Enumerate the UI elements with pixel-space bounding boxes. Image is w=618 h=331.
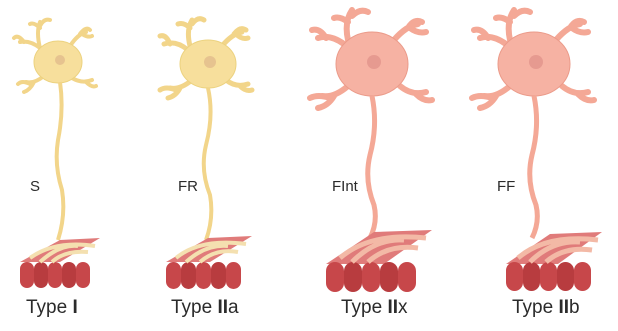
type-suffix: x [398, 297, 408, 318]
type-prefix: Type [512, 297, 558, 318]
type-suffix: a [228, 297, 239, 318]
type-prefix: Type [26, 297, 72, 318]
type-prefix: Type [341, 297, 387, 318]
speed-label-fr: FR [178, 178, 198, 195]
type-suffix: b [569, 297, 580, 318]
type-label-2x: Type IIx [341, 297, 408, 319]
nucleus-type-2x [367, 55, 381, 69]
type-roman: II [558, 297, 569, 318]
motor-unit-type-2a [160, 19, 252, 289]
type-roman: II [217, 297, 228, 318]
type-roman: I [72, 297, 77, 318]
type-label-2b: Type IIb [512, 297, 580, 319]
speed-label-fint: FInt [332, 178, 358, 195]
speed-label-ff: FF [497, 178, 515, 195]
axon-type-2x [368, 96, 376, 238]
muscle-fibers-type-1 [20, 238, 100, 288]
neuron-type-2x [310, 10, 432, 238]
nucleus-type-2a [204, 56, 216, 68]
motor-unit-type-2x [310, 10, 432, 292]
type-label-2a: Type IIa [171, 297, 239, 319]
type-prefix: Type [171, 297, 217, 318]
muscle-fibers-type-2a [166, 236, 252, 289]
motor-unit-type-1 [14, 20, 100, 288]
type-label-1: Type I [26, 297, 78, 319]
neuron-type-1 [14, 20, 96, 240]
motor-unit-type-2b [472, 10, 602, 291]
neuron-type-2a [160, 19, 252, 240]
muscle-fibers-type-2b [506, 232, 602, 291]
nucleus-type-2b [529, 55, 543, 69]
axon-type-2a [204, 88, 212, 240]
axon-type-2b [530, 96, 538, 238]
speed-label-s: S [30, 178, 40, 195]
nucleus-type-1 [55, 55, 65, 65]
neuron-type-2b [472, 10, 594, 238]
muscle-fibers-type-2x [326, 230, 432, 292]
type-roman: II [387, 297, 398, 318]
axon-type-1 [57, 82, 64, 240]
